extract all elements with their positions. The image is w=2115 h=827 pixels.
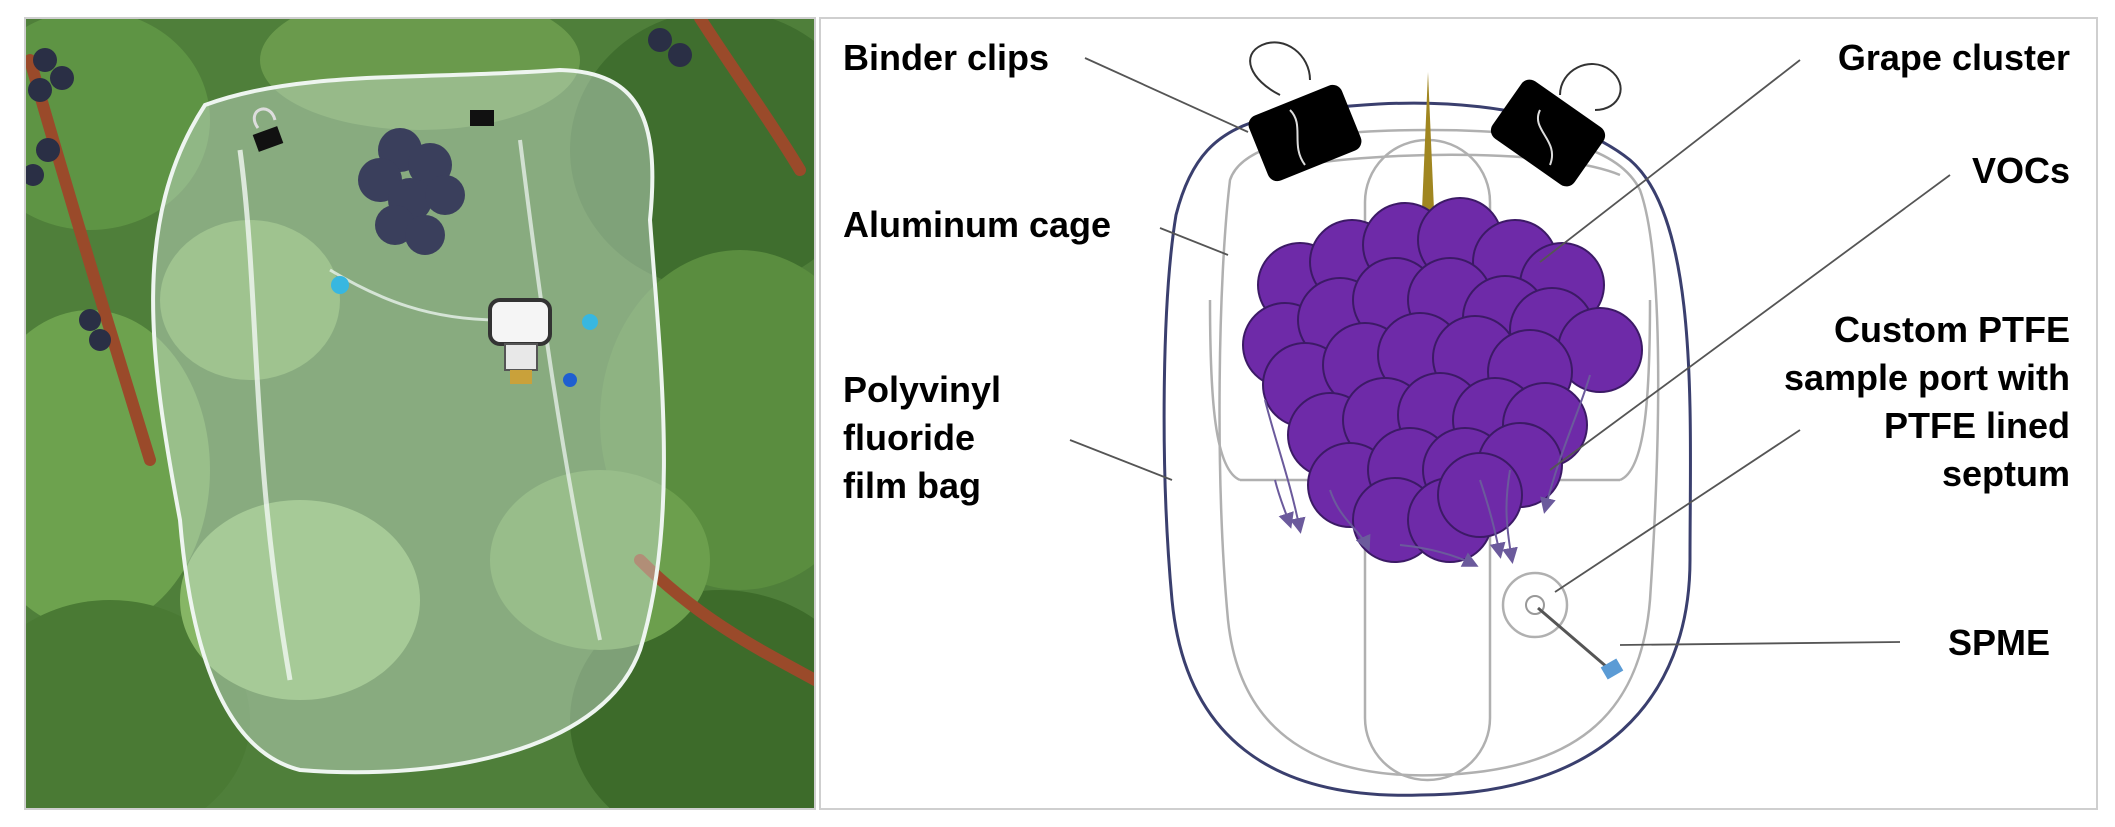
foliage-background [25,18,815,809]
grape-cluster [1242,197,1643,563]
binder-clip-left [1248,41,1362,182]
photo-panel [25,18,815,809]
voc-arrow [1540,374,1591,514]
voc-arrow [1264,399,1306,534]
label-port-line-4: septum [1942,453,2070,494]
label-spme: SPME [1948,622,2050,663]
photo-frame [24,17,816,810]
voc-arrow [1502,469,1518,564]
grape-berry [1437,452,1523,538]
film-bag-outline [1162,101,1692,797]
background-grapes [25,28,692,351]
sample-port [1501,571,1569,639]
label-vocs: VOCs [1972,150,2070,191]
voc-arrow [1329,489,1371,552]
vine-branches [25,18,815,686]
label-port-line-1: Custom PTFE [1834,309,2070,350]
label-port-line-2: sample port with [1784,357,2070,398]
label-bag-line-2: fluoride [843,417,975,458]
binder-clip-right [1490,63,1622,187]
voc-arrow [1399,544,1479,567]
grape-stem [1422,72,1434,210]
voc-arrows [1264,374,1591,567]
label-bag-line-3: film bag [843,465,981,506]
labels: Binder clips Grape cluster VOCs Aluminum… [843,37,2070,663]
label-binder-clips: Binder clips [843,37,1049,78]
voc-arrow [1274,479,1294,529]
voc-arrow [1479,479,1506,559]
label-bag-line-1: Polyvinyl [843,369,1001,410]
label-aluminum-cage: Aluminum cage [843,204,1111,245]
spme-fiber [1537,606,1624,680]
label-port-line-3: PTFE lined [1884,405,2070,446]
leader-lines [1069,57,1951,646]
photo-bag [151,67,666,775]
label-grape-cluster: Grape cluster [1838,37,2070,78]
